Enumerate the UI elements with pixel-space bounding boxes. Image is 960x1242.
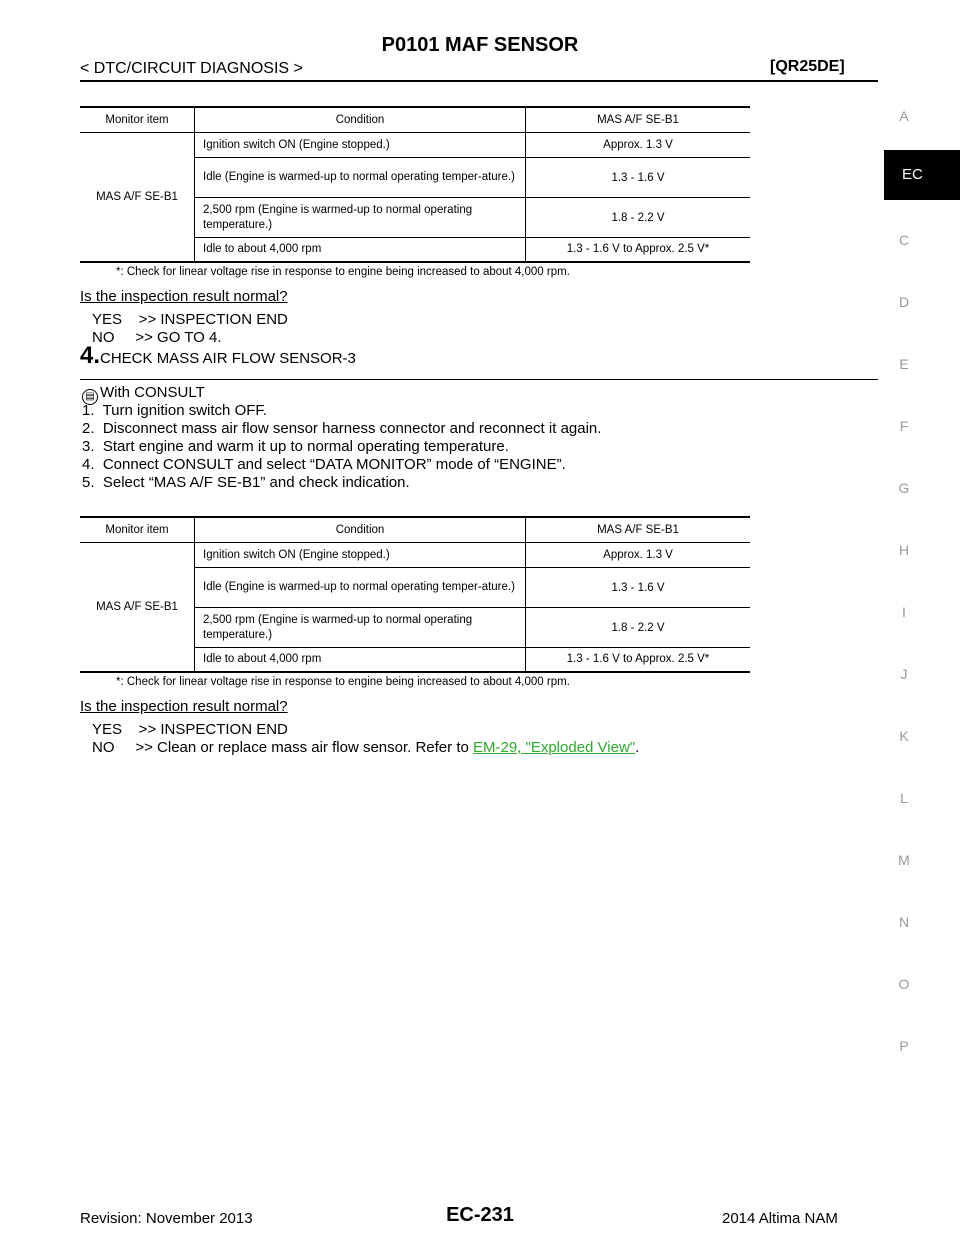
side-index-letter[interactable]: M: [898, 852, 910, 868]
page-title: P0101 MAF SENSOR: [381, 34, 579, 56]
condition-cell: Idle to about 4,000 rpm: [194, 647, 526, 673]
procedure-step: 4. Connect CONSULT and select “DATA MONI…: [82, 456, 566, 473]
with-consult-label: With CONSULT: [100, 384, 205, 401]
section-label: < DTC/CIRCUIT DIAGNOSIS >: [80, 60, 303, 77]
monitor-item-cell: MAS A/F SE-B1: [80, 132, 195, 263]
consult-icon: ▤: [82, 389, 98, 405]
table-header: Monitor item: [80, 516, 195, 543]
side-index-letter[interactable]: C: [898, 232, 910, 248]
page-number: EC-231: [446, 1204, 514, 1226]
side-index-letter[interactable]: O: [898, 976, 910, 992]
condition-cell: 2,500 rpm (Engine is warmed-up to normal…: [194, 607, 526, 648]
condition-cell: Idle to about 4,000 rpm: [194, 237, 526, 263]
result-no: NO >> Clean or replace mass air flow sen…: [92, 739, 639, 756]
step-rule: [80, 379, 878, 380]
side-index-letter[interactable]: A: [899, 108, 909, 124]
procedure-step: 3. Start engine and warm it up to normal…: [82, 438, 509, 455]
monitor-table-2: Monitor item Condition MAS A/F SE-B1 MAS…: [80, 516, 750, 673]
header-rule: [80, 80, 878, 82]
side-index-letter[interactable]: G: [898, 480, 910, 496]
procedure-step: 5. Select “MAS A/F SE-B1” and check indi…: [82, 474, 410, 491]
exploded-view-link[interactable]: EM-29, "Exploded View": [473, 739, 636, 756]
condition-cell: Idle (Engine is warmed-up to normal oper…: [194, 567, 526, 608]
table-header: MAS A/F SE-B1: [525, 516, 750, 543]
side-index-letter[interactable]: F: [899, 418, 909, 434]
step-title: CHECK MASS AIR FLOW SENSOR-3: [100, 350, 356, 367]
side-index-letter[interactable]: L: [900, 790, 908, 806]
side-index-letter[interactable]: H: [898, 542, 910, 558]
result-no: NO >> GO TO 4.: [92, 329, 222, 346]
side-index-letter[interactable]: K: [899, 728, 909, 744]
condition-cell: Ignition switch ON (Engine stopped.): [194, 132, 526, 158]
result-yes: YES >> INSPECTION END: [92, 721, 288, 738]
with-consult: ▤With CONSULT: [82, 384, 205, 405]
value-cell: Approx. 1.3 V: [525, 132, 750, 158]
table-header: Monitor item: [80, 106, 195, 133]
model-label: 2014 Altima NAM: [722, 1210, 838, 1227]
result-yes: YES >> INSPECTION END: [92, 311, 288, 328]
table-header: Condition: [194, 516, 526, 543]
side-index-letter[interactable]: D: [898, 294, 910, 310]
side-index-letter[interactable]: I: [902, 604, 906, 620]
engine-label: [QR25DE]: [770, 58, 845, 75]
value-cell: 1.3 - 1.6 V to Approx. 2.5 V*: [525, 237, 750, 263]
value-cell: 1.3 - 1.6 V: [525, 567, 750, 608]
table-note: *: Check for linear voltage rise in resp…: [116, 676, 570, 688]
procedure-step: 2. Disconnect mass air flow sensor harne…: [82, 420, 602, 437]
side-index-letter[interactable]: P: [899, 1038, 909, 1054]
result-no-suffix: .: [635, 739, 640, 756]
step-heading: 4.CHECK MASS AIR FLOW SENSOR-3: [80, 342, 356, 370]
table-header: Condition: [194, 106, 526, 133]
condition-cell: 2,500 rpm (Engine is warmed-up to normal…: [194, 197, 526, 238]
result-no-text: NO >> Clean or replace mass air flow sen…: [92, 739, 473, 756]
side-index-letter[interactable]: J: [900, 666, 908, 682]
monitor-item-cell: MAS A/F SE-B1: [80, 542, 195, 673]
revision-label: Revision: November 2013: [80, 1210, 253, 1227]
table-header: MAS A/F SE-B1: [525, 106, 750, 133]
result-question: Is the inspection result normal?: [80, 698, 288, 715]
value-cell: Approx. 1.3 V: [525, 542, 750, 568]
step-number: 4.: [80, 342, 101, 369]
table-note: *: Check for linear voltage rise in resp…: [116, 266, 570, 278]
condition-cell: Ignition switch ON (Engine stopped.): [194, 542, 526, 568]
value-cell: 1.8 - 2.2 V: [525, 197, 750, 238]
value-cell: 1.8 - 2.2 V: [525, 607, 750, 648]
result-question: Is the inspection result normal?: [80, 288, 288, 305]
value-cell: 1.3 - 1.6 V: [525, 157, 750, 198]
side-index-letter[interactable]: N: [898, 914, 910, 930]
monitor-table-1: Monitor item Condition MAS A/F SE-B1 MAS…: [80, 106, 750, 263]
procedure-step: 1. Turn ignition switch OFF.: [82, 402, 268, 419]
condition-cell: Idle (Engine is warmed-up to normal oper…: [194, 157, 526, 198]
value-cell: 1.3 - 1.6 V to Approx. 2.5 V*: [525, 647, 750, 673]
side-tab-active[interactable]: EC: [884, 150, 960, 200]
side-index-letter[interactable]: E: [899, 356, 909, 372]
